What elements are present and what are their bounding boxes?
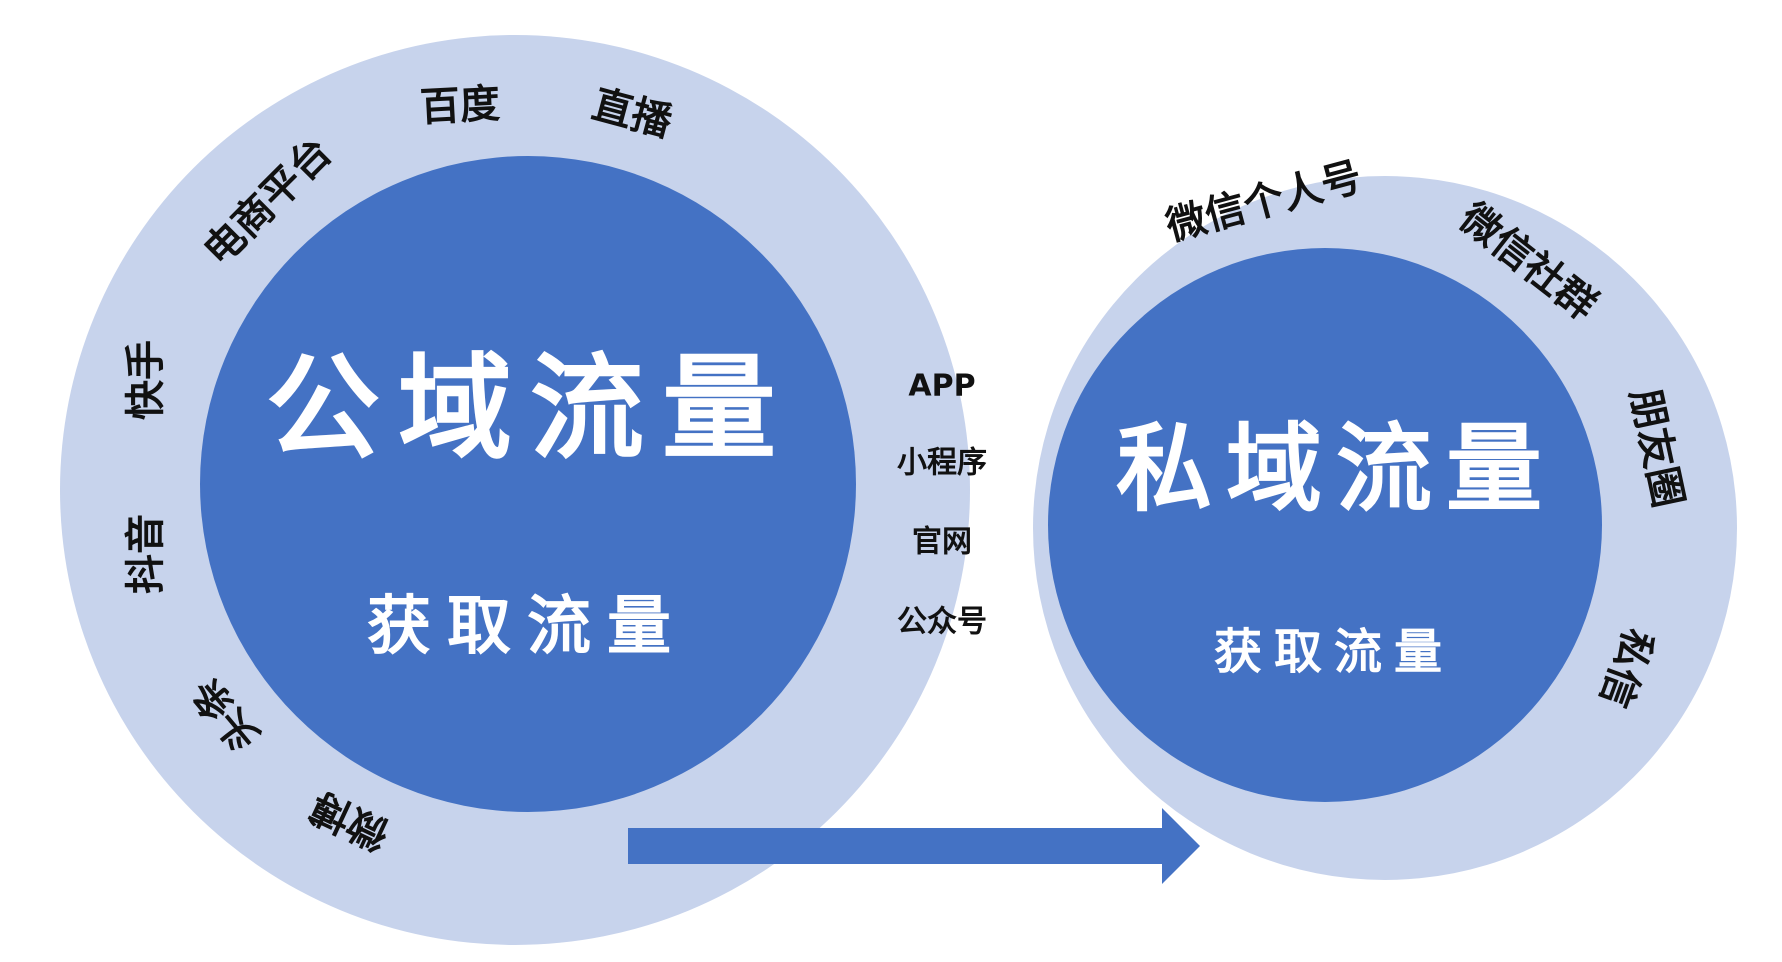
private-inner-circle — [1048, 248, 1602, 802]
arrow-right-icon — [628, 808, 1200, 884]
public-title: 公域流量 — [266, 342, 794, 475]
private-title: 私域流量 — [1116, 413, 1556, 525]
overlap-item-label: 官网 — [912, 525, 972, 560]
public-channel-label: 百度 — [419, 81, 501, 131]
private-subtitle: 获取流量 — [1214, 624, 1454, 680]
public-channel-label: 快手 — [123, 340, 169, 420]
overlap-item-label: 小程序 — [897, 446, 987, 481]
overlap-item-label: APP — [908, 369, 975, 404]
public-subtitle: 获取流量 — [367, 590, 687, 664]
public-inner-circle — [200, 156, 856, 812]
overlap-item-label: 公众号 — [897, 605, 987, 640]
public-channel-label: 抖音 — [123, 514, 169, 594]
